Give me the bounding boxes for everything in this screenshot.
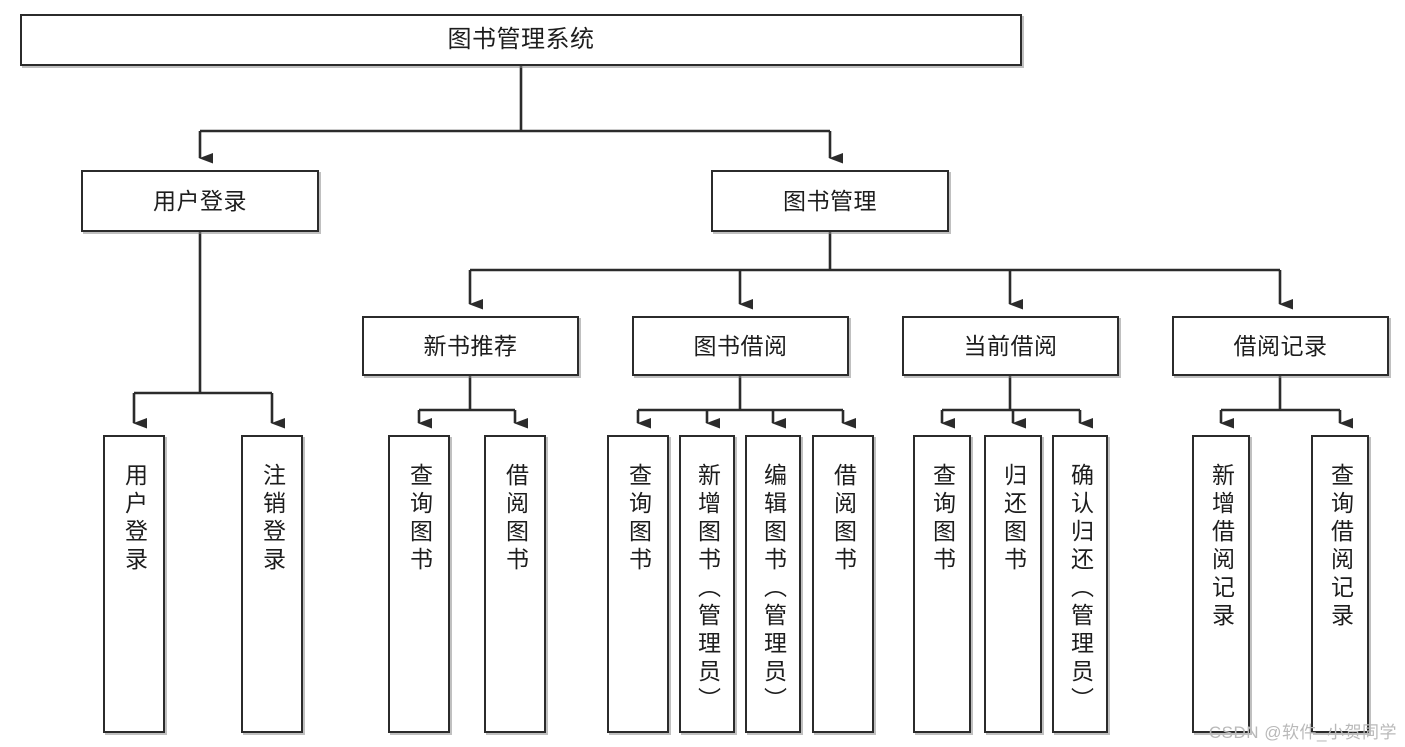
node-label: 新增图书（管理员） — [694, 463, 721, 715]
node-leaf-rec-query-book: 查询图书 — [388, 435, 450, 733]
node-leaf-user-logout: 注销登录 — [241, 435, 303, 733]
watermark: CSDN @软件_小贺同学 — [1208, 723, 1397, 742]
node-label: 借阅图书 — [830, 463, 857, 575]
node-label: 借阅记录 — [1233, 332, 1328, 359]
node-label: 当前借阅 — [963, 332, 1058, 359]
node-borrow-record: 借阅记录 — [1172, 316, 1389, 376]
node-leaf-borrow-add-book: 新增图书（管理员） — [679, 435, 735, 733]
node-leaf-rec-add-record: 新增借阅记录 — [1192, 435, 1250, 733]
node-label: 查询图书 — [929, 463, 956, 575]
node-book-borrow: 图书借阅 — [632, 316, 849, 376]
node-leaf-user-login: 用户登录 — [103, 435, 165, 733]
node-new-book-recommend: 新书推荐 — [362, 316, 579, 376]
node-label: 图书管理系统 — [447, 26, 595, 54]
node-label: 新增借阅记录 — [1208, 463, 1235, 631]
node-leaf-borrow-query-book: 查询图书 — [607, 435, 669, 733]
node-label: 查询图书 — [406, 463, 433, 575]
node-label: 注销登录 — [259, 463, 286, 575]
node-label: 新书推荐 — [423, 332, 518, 359]
node-root: 图书管理系统 — [20, 14, 1022, 66]
node-label: 用户登录 — [153, 187, 247, 214]
node-leaf-rec-borrow-book: 借阅图书 — [484, 435, 546, 733]
node-label: 借阅图书 — [502, 463, 529, 575]
node-leaf-rec-query-record: 查询借阅记录 — [1311, 435, 1369, 733]
node-label: 图书管理 — [783, 187, 877, 214]
node-label: 查询借阅记录 — [1327, 463, 1354, 631]
node-user-login: 用户登录 — [81, 170, 319, 232]
node-leaf-cur-query-book: 查询图书 — [913, 435, 971, 733]
node-book-manage: 图书管理 — [711, 170, 949, 232]
node-label: 图书借阅 — [693, 332, 788, 359]
node-label: 用户登录 — [121, 463, 148, 575]
node-label: 归还图书 — [1000, 463, 1027, 575]
node-label: 确认归还（管理员） — [1067, 463, 1094, 715]
node-current-borrow: 当前借阅 — [902, 316, 1119, 376]
node-leaf-borrow-edit-book: 编辑图书（管理员） — [745, 435, 801, 733]
node-label: 查询图书 — [625, 463, 652, 575]
node-leaf-cur-confirm-return: 确认归还（管理员） — [1052, 435, 1108, 733]
node-leaf-cur-return-book: 归还图书 — [984, 435, 1042, 733]
node-leaf-borrow-borrow-book: 借阅图书 — [812, 435, 874, 733]
node-label: 编辑图书（管理员） — [760, 463, 787, 715]
